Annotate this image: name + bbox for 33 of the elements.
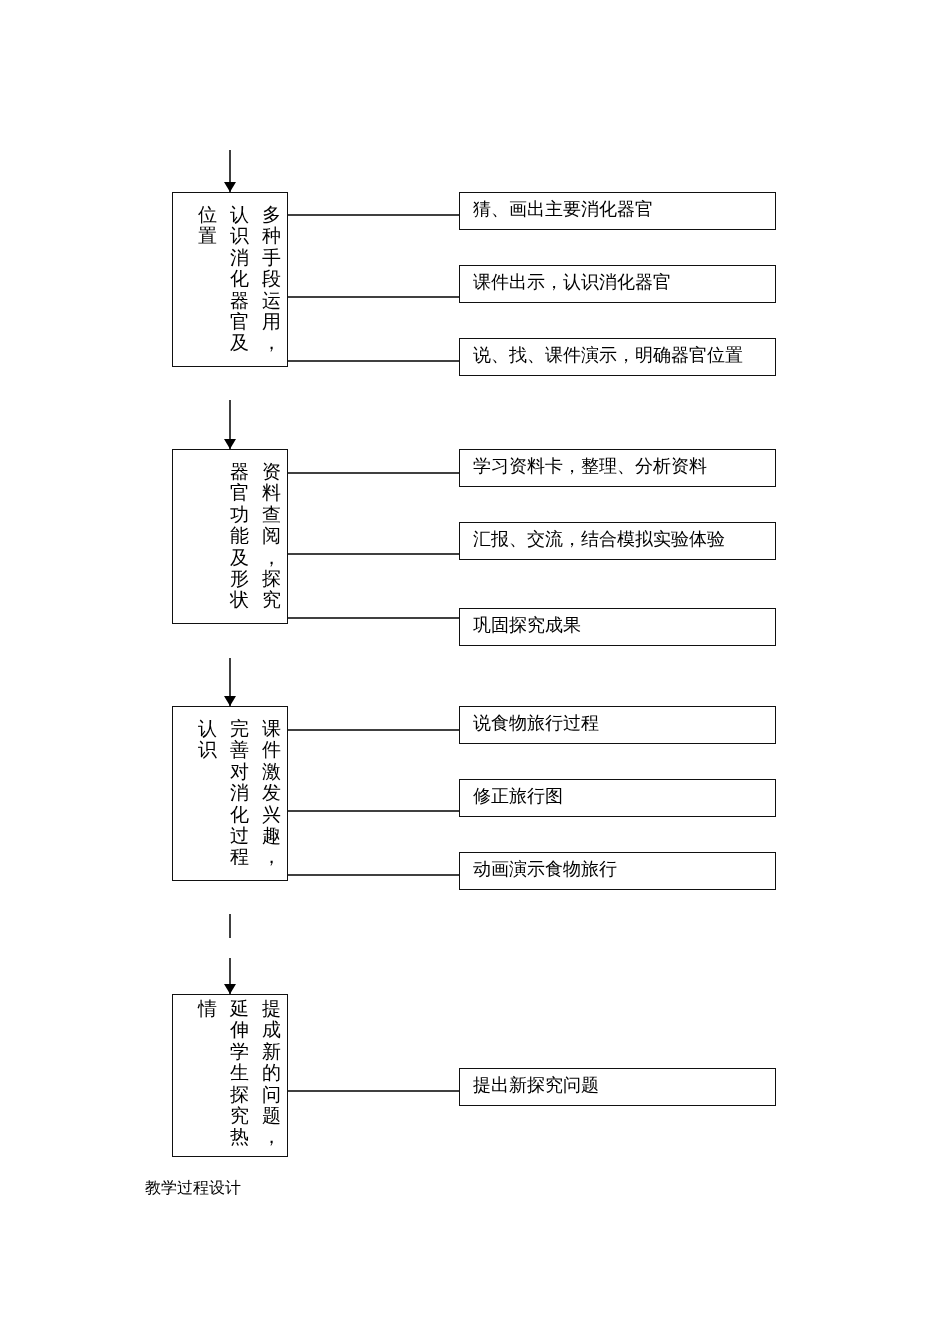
activity-box: 巩固探究成果	[459, 608, 776, 646]
step-text: 多种手段运用，认识消化器官及位置	[198, 204, 281, 356]
process-box	[172, 706, 288, 881]
arrow	[224, 657, 236, 707]
process-box	[172, 994, 288, 1157]
connector-line	[287, 810, 460, 812]
step-text: 提成新的问题，延伸学生探究热情	[198, 998, 281, 1150]
connector-line	[287, 214, 460, 216]
process-box	[172, 449, 288, 624]
connector-line	[287, 729, 460, 731]
connector-line	[287, 472, 460, 474]
arrow	[224, 957, 236, 995]
step-text: 课件激发兴趣，完善对消化过程认识	[198, 718, 281, 870]
activity-box: 动画演示食物旅行	[459, 852, 776, 890]
connector-line	[287, 296, 460, 298]
heading: 教学过程设计	[145, 1178, 241, 1198]
connector-line	[287, 1090, 460, 1092]
connector-line	[287, 874, 460, 876]
activity-box: 修正旅行图	[459, 779, 776, 817]
activity-box: 汇报、交流，结合模拟实验体验	[459, 522, 776, 560]
process-box	[172, 192, 288, 367]
connector-line	[287, 617, 460, 619]
activity-box: 学习资料卡，整理、分析资料	[459, 449, 776, 487]
step-text: 资料查阅，探究器官功能及形状	[230, 461, 281, 613]
activity-box: 提出新探究问题	[459, 1068, 776, 1106]
arrow	[224, 149, 236, 193]
arrow	[224, 399, 236, 450]
connector-line	[287, 553, 460, 555]
activity-box: 课件出示，认识消化器官	[459, 265, 776, 303]
activity-box: 猜、画出主要消化器官	[459, 192, 776, 230]
connector-line	[287, 360, 460, 362]
activity-box: 说、找、课件演示，明确器官位置	[459, 338, 776, 376]
activity-box: 说食物旅行过程	[459, 706, 776, 744]
